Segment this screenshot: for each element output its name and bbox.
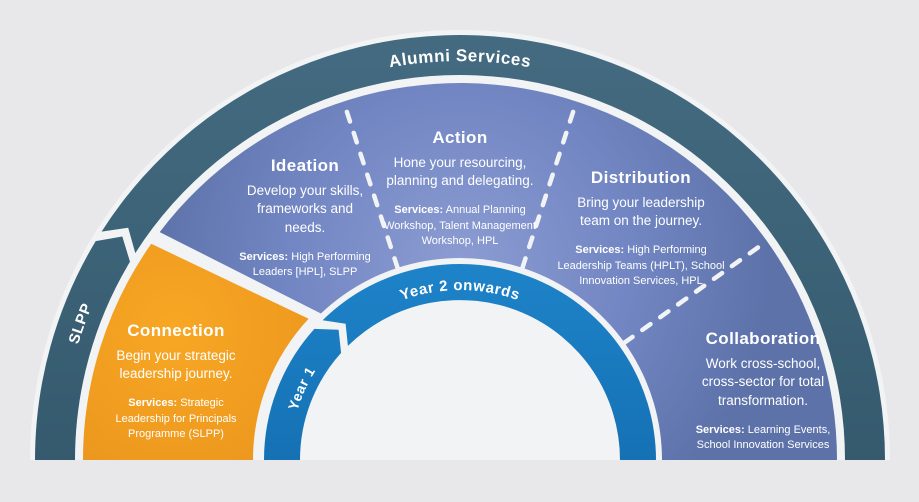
segment-ideation-body: Develop your skills, frameworks and need… (246, 182, 364, 236)
segment-collaboration: Collaboration Work cross-school, cross-s… (638, 329, 888, 454)
services-text: High Performing Leaders [HPL], SLPP (252, 251, 371, 279)
segment-connection-services: Services: Strategic Leadership for Princ… (51, 396, 301, 442)
dashed-separators (341, 99, 770, 345)
segment-action: Action Hone your resourcing, planning an… (335, 128, 585, 249)
wedge-connection (83, 243, 309, 460)
segment-action-body: Hone your resourcing, planning and deleg… (386, 154, 534, 189)
segment-connection: Connection Begin your strategic leadersh… (51, 321, 301, 442)
segment-connection-title: Connection (127, 321, 225, 340)
services-label: Services: (394, 204, 444, 217)
segment-action-title: Action (432, 128, 488, 147)
segment-collaboration-title: Collaboration (705, 329, 821, 348)
inner-ring-year2-arc (322, 263, 656, 460)
segment-ideation-title: Ideation (270, 156, 340, 175)
services-label: Services: (695, 424, 745, 437)
services-text: Annual Planning Workshop, Talent Managem… (384, 204, 536, 247)
segment-connection-body: Begin your strategic leadership journey. (116, 347, 236, 382)
wedge-band (159, 83, 837, 461)
segment-distribution: Distribution Bring your leadership team … (516, 168, 766, 289)
segment-collaboration-body: Work cross-school, cross-sector for tota… (701, 355, 825, 409)
separator-action-distribution (520, 99, 579, 271)
separator-distribution-collaboration (622, 238, 770, 345)
services-text: Learning Events, School Innovation Servi… (696, 424, 831, 452)
segment-ideation: Ideation Develop your skills, frameworks… (180, 156, 430, 281)
segment-ideation-services: Services: High Performing Leaders [HPL],… (180, 250, 430, 280)
separator-ideation-action (341, 99, 400, 271)
segment-distribution-title: Distribution (590, 168, 692, 187)
segment-distribution-body: Bring your leadership team on the journe… (577, 194, 705, 229)
segment-action-services: Services: Annual Planning Workshop, Tale… (335, 203, 585, 249)
outer-ring-slpp-arc (35, 236, 130, 460)
segment-distribution-services: Services: High Performing Leadership Tea… (516, 243, 766, 289)
inner-ring-year1-arc (264, 328, 342, 460)
services-label: Services: (128, 397, 178, 410)
outer-ring-alumni-arc (101, 35, 886, 460)
segment-collaboration-services: Services: Learning Events, School Innova… (638, 423, 888, 453)
services-text: High Performing Leadership Teams (HPLT),… (557, 244, 725, 287)
services-label: Services: (575, 244, 625, 257)
services-text: Strategic Leadership for Principals Prog… (115, 397, 237, 440)
services-label: Services: (239, 251, 289, 264)
